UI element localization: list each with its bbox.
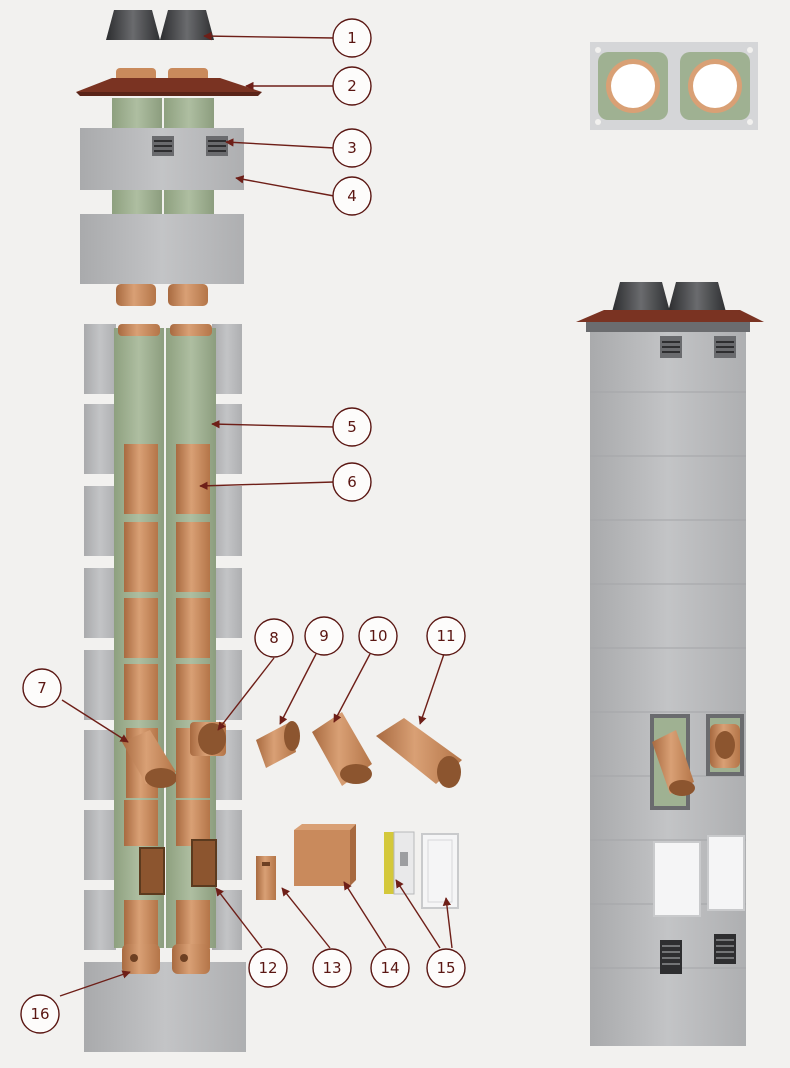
callout-15-label: 15 bbox=[436, 959, 455, 977]
angled-tee-connector bbox=[122, 728, 177, 798]
cleanout-door-frame bbox=[384, 831, 415, 895]
upper-wool-left bbox=[112, 98, 162, 132]
callout-10-label: 10 bbox=[368, 627, 387, 645]
chimney-caps bbox=[106, 10, 214, 40]
assembled-chimney bbox=[576, 282, 764, 1046]
cross-section-plate bbox=[590, 42, 758, 130]
elbow-45-deg bbox=[376, 718, 462, 788]
elbow-30-deg bbox=[312, 712, 372, 786]
cover-plate bbox=[76, 68, 262, 96]
callout-7-label: 7 bbox=[37, 679, 47, 697]
base-block bbox=[84, 962, 246, 1052]
callout-3-label: 3 bbox=[347, 139, 357, 157]
assembled-vent-right bbox=[714, 336, 736, 358]
ceramic-flue-left bbox=[118, 324, 160, 948]
callout-8: 8 bbox=[254, 618, 294, 658]
callout-3: 3 bbox=[332, 128, 372, 168]
inspection-door-small bbox=[256, 856, 276, 900]
callout-11: 11 bbox=[426, 616, 466, 656]
callout-10: 10 bbox=[358, 616, 398, 656]
condensate-base-left bbox=[122, 944, 160, 974]
ceramic-flue-right bbox=[170, 324, 212, 948]
callout-11-label: 11 bbox=[436, 627, 455, 645]
block-stack-left bbox=[84, 324, 116, 950]
top-block bbox=[80, 128, 244, 190]
callout-4-label: 4 bbox=[347, 187, 357, 205]
callout-9-label: 9 bbox=[319, 627, 329, 645]
loose-components bbox=[256, 712, 462, 909]
cleanout-opening-left bbox=[139, 847, 165, 895]
callout-5: 5 bbox=[332, 407, 372, 447]
cleanout-opening-right bbox=[191, 839, 217, 887]
callout-2-label: 2 bbox=[347, 77, 357, 95]
upper-wool-right bbox=[164, 98, 214, 132]
leader-lines bbox=[59, 31, 453, 997]
cleanout-door-panel bbox=[421, 833, 459, 909]
elbow-15-deg bbox=[256, 721, 300, 768]
assembled-cleanout-doors bbox=[653, 835, 745, 917]
callout-15: 15 bbox=[426, 948, 466, 988]
callout-8-label: 8 bbox=[269, 629, 279, 647]
assembled-bottom-vents bbox=[660, 934, 736, 974]
callout-7: 7 bbox=[22, 668, 62, 708]
callout-13-label: 13 bbox=[322, 959, 341, 977]
assembled-connector-openings bbox=[650, 714, 744, 810]
exploded-chimney bbox=[76, 10, 262, 1052]
callout-14-label: 14 bbox=[380, 959, 399, 977]
second-block bbox=[80, 214, 244, 284]
straight-tee-connector bbox=[176, 722, 226, 798]
callout-16: 16 bbox=[20, 994, 60, 1034]
callout-9: 9 bbox=[304, 616, 344, 656]
callout-4: 4 bbox=[332, 176, 372, 216]
callout-13: 13 bbox=[312, 948, 352, 988]
callout-12-label: 12 bbox=[258, 959, 277, 977]
cleanout-box bbox=[294, 824, 356, 886]
callout-14: 14 bbox=[370, 948, 410, 988]
callout-5-label: 5 bbox=[347, 418, 357, 436]
callout-16-label: 16 bbox=[30, 1005, 49, 1023]
callout-12: 12 bbox=[248, 948, 288, 988]
condensate-base-right bbox=[172, 944, 210, 974]
vent-grille-left bbox=[152, 136, 174, 156]
vent-grille-right bbox=[206, 136, 228, 156]
assembled-vent-left bbox=[660, 336, 682, 358]
block-stack-right bbox=[212, 324, 242, 950]
callout-1: 1 bbox=[332, 18, 372, 58]
callout-6: 6 bbox=[332, 462, 372, 502]
callout-2: 2 bbox=[332, 66, 372, 106]
callout-6-label: 6 bbox=[347, 473, 357, 491]
callout-1-label: 1 bbox=[347, 29, 357, 47]
